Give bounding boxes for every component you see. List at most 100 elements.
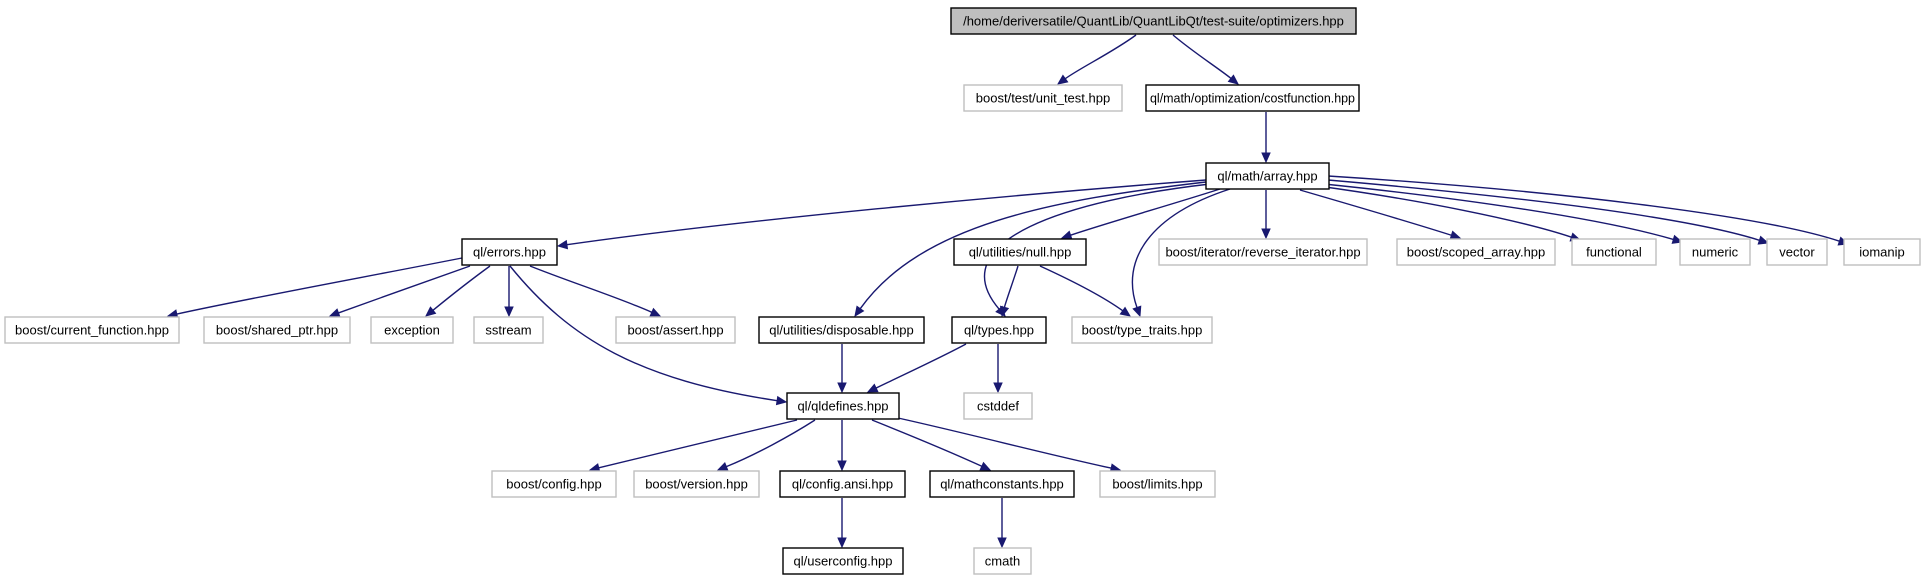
arrowhead-icon <box>1261 228 1271 240</box>
arrowhead-icon <box>993 382 1003 394</box>
node-label: boost/shared_ptr.hpp <box>216 323 338 338</box>
edge-qldefines-to-config_ansi <box>837 419 847 472</box>
edge-line <box>1131 188 1231 308</box>
node-label: ql/math/optimization/costfunction.hpp <box>1150 91 1355 106</box>
node-label: cmath <box>985 554 1020 569</box>
arrowhead-icon <box>997 537 1007 549</box>
node-config-ansi[interactable]: ql/config.ansi.hpp <box>779 470 906 498</box>
node-label: ql/config.ansi.hpp <box>792 477 893 492</box>
node-box <box>1571 238 1657 266</box>
node-scoped-array: boost/scoped_array.hpp <box>1396 238 1556 266</box>
node-label: boost/iterator/reverse_iterator.hpp <box>1165 245 1360 260</box>
node-sstream: sstream <box>473 316 544 344</box>
edge-types-to-cstddef <box>993 344 1003 394</box>
node-box <box>1843 238 1921 266</box>
node-array[interactable]: ql/math/array.hpp <box>1205 162 1330 190</box>
node-label: boost/config.hpp <box>506 477 601 492</box>
arrowhead-icon <box>425 306 437 317</box>
node-box <box>1679 238 1751 266</box>
node-iomanip: iomanip <box>1843 238 1921 266</box>
node-box <box>370 316 454 344</box>
arrowhead-icon <box>328 308 341 318</box>
node-box <box>1205 162 1330 190</box>
node-label: boost/current_function.hpp <box>15 323 169 338</box>
arrowhead-icon <box>1119 306 1131 317</box>
node-label: cstddef <box>977 399 1019 414</box>
node-label: vector <box>1779 245 1815 260</box>
nodes-layer: /home/deriversatile/QuantLib/QuantLibQt/… <box>4 7 1921 575</box>
arrowhead-icon <box>837 460 847 472</box>
edge-line <box>598 419 798 469</box>
edge-line <box>176 257 463 315</box>
arrowhead-icon <box>1449 230 1462 240</box>
node-box <box>973 547 1032 575</box>
edge-line <box>1317 185 1572 238</box>
node-box <box>950 7 1357 35</box>
node-current-function: boost/current_function.hpp <box>4 316 180 344</box>
node-label: ql/mathconstants.hpp <box>940 477 1064 492</box>
arrowhead-icon <box>1057 74 1069 85</box>
node-type-traits: boost/type_traits.hpp <box>1071 316 1213 344</box>
node-version: boost/version.hpp <box>633 470 760 498</box>
node-box <box>473 316 544 344</box>
arrowhead-icon <box>1132 305 1142 318</box>
node-null[interactable]: ql/utilities/null.hpp <box>953 238 1087 266</box>
edge-line <box>1299 189 1452 236</box>
node-box <box>1145 84 1360 112</box>
edge-line <box>726 419 816 468</box>
edge-mathconstants-to-cmath <box>997 497 1007 549</box>
edge-line <box>1327 175 1840 242</box>
node-box <box>1158 238 1368 266</box>
edge-qldefines-to-limits <box>897 417 1122 473</box>
node-disposable[interactable]: ql/utilities/disposable.hpp <box>758 316 925 344</box>
node-label: numeric <box>1692 245 1739 260</box>
node-vector: vector <box>1766 238 1828 266</box>
edge-root-to-unit_test <box>1057 34 1137 85</box>
edge-qldefines-to-config <box>588 419 798 473</box>
edge-array-to-disposable <box>854 181 1207 318</box>
node-label: /home/deriversatile/QuantLib/QuantLibQt/… <box>963 14 1344 29</box>
node-box <box>1071 316 1213 344</box>
edge-errors-to-qldefines <box>509 265 788 406</box>
edge-line <box>338 265 471 314</box>
edge-qldefines-to-version <box>716 419 816 471</box>
node-label: ql/errors.hpp <box>473 245 546 260</box>
node-label: iomanip <box>1859 245 1905 260</box>
node-label: ql/userconfig.hpp <box>793 554 892 569</box>
node-errors[interactable]: ql/errors.hpp <box>461 238 558 266</box>
edges-layer <box>166 34 1850 549</box>
node-box <box>1766 238 1828 266</box>
edge-disposable-to-qldefines <box>837 343 847 394</box>
node-types[interactable]: ql/types.hpp <box>951 316 1047 344</box>
node-userconfig[interactable]: ql/userconfig.hpp <box>782 547 904 575</box>
arrowhead-icon <box>979 461 992 471</box>
node-box <box>786 392 900 420</box>
edge-line <box>1064 34 1137 80</box>
arrowhead-icon <box>716 462 729 471</box>
arrowhead-icon <box>504 306 514 318</box>
arrowhead-icon <box>1060 230 1073 240</box>
arrowhead-icon <box>1227 74 1239 85</box>
edge-line <box>509 265 778 402</box>
edge-line <box>1003 265 1019 308</box>
node-mathconstants[interactable]: ql/mathconstants.hpp <box>929 470 1075 498</box>
arrowhead-icon <box>775 395 788 406</box>
edge-line <box>1327 179 1760 241</box>
node-box <box>779 470 906 498</box>
node-box <box>953 238 1087 266</box>
node-label: ql/types.hpp <box>964 323 1034 338</box>
node-label: boost/scoped_array.hpp <box>1407 245 1546 260</box>
edge-errors-to-sstream <box>504 265 514 318</box>
edge-null-to-types <box>999 265 1019 318</box>
edge-array-to-errors <box>556 179 1207 250</box>
node-label: functional <box>1586 245 1642 260</box>
edge-line <box>529 265 653 313</box>
node-shared-ptr: boost/shared_ptr.hpp <box>203 316 351 344</box>
node-box <box>758 316 925 344</box>
node-costfunction[interactable]: ql/math/optimization/costfunction.hpp <box>1145 84 1360 112</box>
node-box <box>951 316 1047 344</box>
node-qldefines[interactable]: ql/qldefines.hpp <box>786 392 900 420</box>
node-label: boost/limits.hpp <box>1112 477 1202 492</box>
node-box <box>615 316 736 344</box>
node-box <box>4 316 180 344</box>
